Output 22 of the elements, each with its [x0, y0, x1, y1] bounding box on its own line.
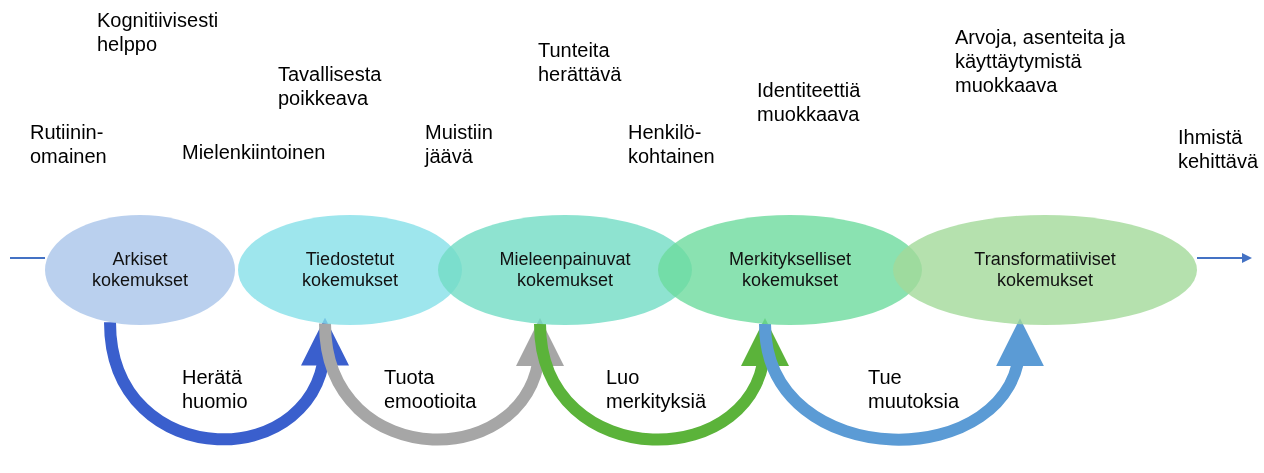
edge-label: Herätä huomio [181, 365, 249, 413]
experience-ellipse [893, 215, 1197, 325]
annotation-text: Henkilö-kohtainen [628, 120, 716, 168]
experience-ellipse [45, 215, 235, 325]
node-text: Merkitykselliset kokemukset [728, 249, 852, 291]
annotation-text: Tavallisesta poikkeava [278, 62, 383, 110]
annotation-text: Muistiin jäävä [425, 120, 494, 168]
annotation-text: Ihmistä kehittävä [1178, 125, 1260, 173]
annotation-text: Rutiinin-omainen [30, 120, 108, 168]
annotation-text: Tunteita herättävä [538, 38, 623, 86]
node-text: Tiedostetut kokemukset [300, 249, 399, 291]
annotation-text: Mielenkiintoinen [182, 140, 327, 164]
line [9, 257, 46, 259]
annotation-text: Kognitiivisesti helppo [97, 8, 220, 56]
edge-label: Tuota emootioita [383, 365, 478, 413]
edge-label: Luo merkityksiä [605, 365, 707, 413]
node-text: Mieleenpainuvat kokemukset [498, 249, 632, 291]
node-text: Arkiset kokemukset [90, 249, 189, 291]
annotation-text: Arvoja, asenteita ja käyttäytymistä muokkaava [955, 25, 1127, 97]
arrow [1196, 253, 1252, 263]
annotation-text: Identiteettiä muokkaava [757, 78, 862, 126]
node-text: Transformatiiviset kokemukset [973, 249, 1117, 291]
